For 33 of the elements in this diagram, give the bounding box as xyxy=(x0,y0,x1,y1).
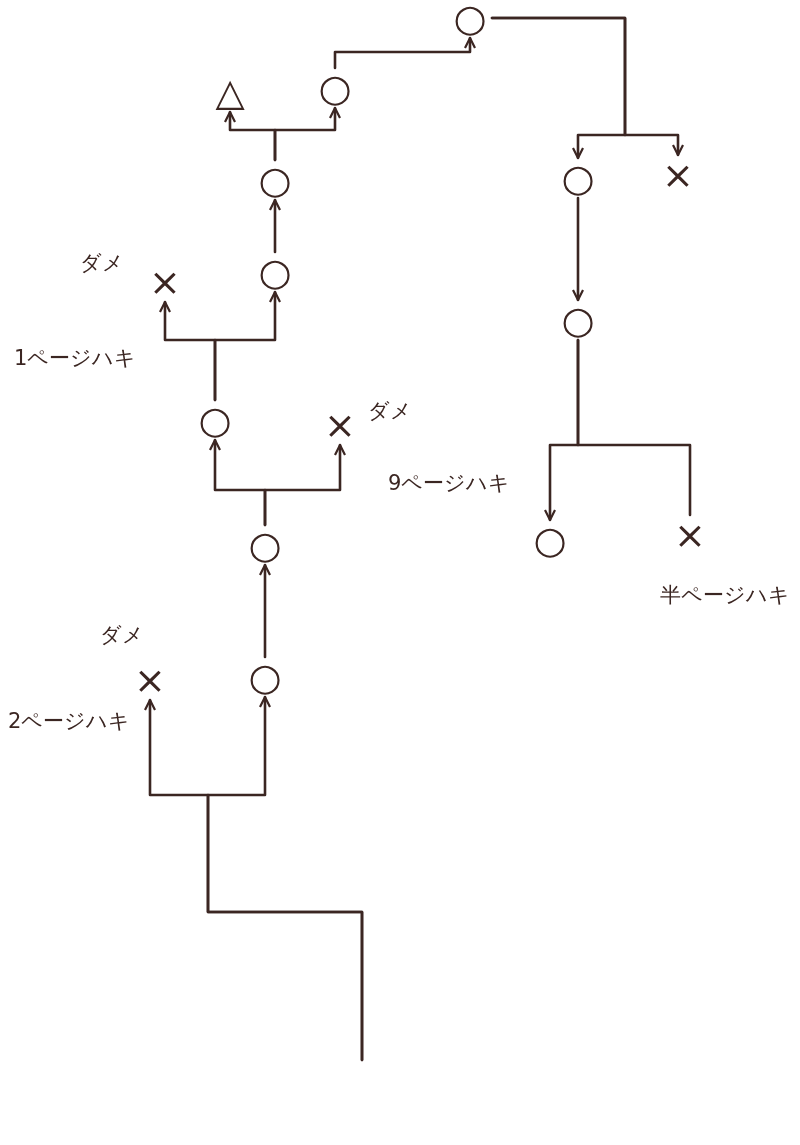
mark-symbol: ○ xyxy=(247,525,283,565)
connector-line xyxy=(576,338,692,517)
arrow xyxy=(268,198,282,254)
note-text: 1ページハキ xyxy=(14,345,137,371)
mark-symbol: × xyxy=(673,515,707,555)
mark-symbol: × xyxy=(323,405,357,445)
mark-symbol: △ xyxy=(214,72,246,112)
mark-symbol: ○ xyxy=(247,657,283,697)
note-text: 9ページハキ xyxy=(388,470,511,496)
note-text: ダメ xyxy=(100,622,144,648)
mark-symbol: ○ xyxy=(197,400,233,440)
note-text: ダメ xyxy=(80,250,124,276)
mark-symbol: ○ xyxy=(257,160,293,200)
mark-symbol: ○ xyxy=(560,300,596,340)
arrow xyxy=(213,290,282,402)
arrow xyxy=(490,16,685,157)
note-text: 半ページハキ xyxy=(660,582,790,608)
arrow xyxy=(333,36,477,70)
arrow xyxy=(258,563,272,659)
arrow xyxy=(206,695,364,1062)
note-text: 2ページハキ xyxy=(8,708,131,734)
mark-symbol: ○ xyxy=(257,252,293,292)
mark-symbol: × xyxy=(661,155,695,195)
arrow xyxy=(571,196,585,302)
mark-symbol: ○ xyxy=(560,158,596,198)
arrow xyxy=(273,106,342,162)
mark-symbol: × xyxy=(148,262,182,302)
mark-symbol: ○ xyxy=(317,68,353,108)
mark-symbol: ○ xyxy=(532,520,568,560)
note-text: ダメ xyxy=(368,398,412,424)
arrow xyxy=(263,443,347,527)
mark-symbol: ○ xyxy=(452,0,488,38)
mark-symbol: × xyxy=(133,660,167,700)
